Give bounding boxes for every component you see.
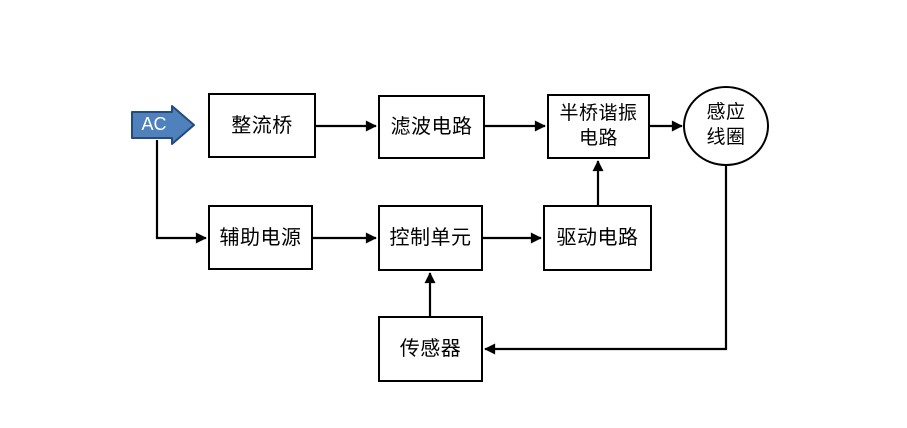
node-aux-power: 辅助电源 — [208, 205, 313, 270]
node-rectifier-label: 整流桥 — [231, 114, 293, 137]
node-induction-coil: 感应 线圈 — [683, 86, 769, 166]
node-filter-label: 滤波电路 — [390, 116, 473, 138]
node-half-bridge-label: 半桥谐振 电路 — [559, 102, 638, 149]
node-driver: 驱动电路 — [543, 205, 652, 271]
node-filter: 滤波电路 — [378, 95, 485, 159]
node-control-unit: 控制单元 — [378, 205, 483, 271]
arrow-coil-to-sensor — [484, 165, 728, 355]
node-half-bridge: 半桥谐振 电路 — [547, 94, 650, 159]
ac-input-arrow — [131, 105, 195, 145]
ac-source-label: AC — [141, 114, 167, 134]
node-driver-label: 驱动电路 — [556, 227, 639, 249]
node-sensor: 传感器 — [378, 316, 483, 382]
node-sensor-label: 传感器 — [399, 338, 462, 360]
node-aux-power-label: 辅助电源 — [219, 226, 302, 249]
node-control-unit-label: 控制单元 — [389, 227, 472, 249]
arrow-ac-to-aux-power — [155, 140, 207, 244]
node-induction-coil-label: 感应 线圈 — [706, 102, 746, 148]
node-rectifier: 整流桥 — [208, 93, 316, 158]
